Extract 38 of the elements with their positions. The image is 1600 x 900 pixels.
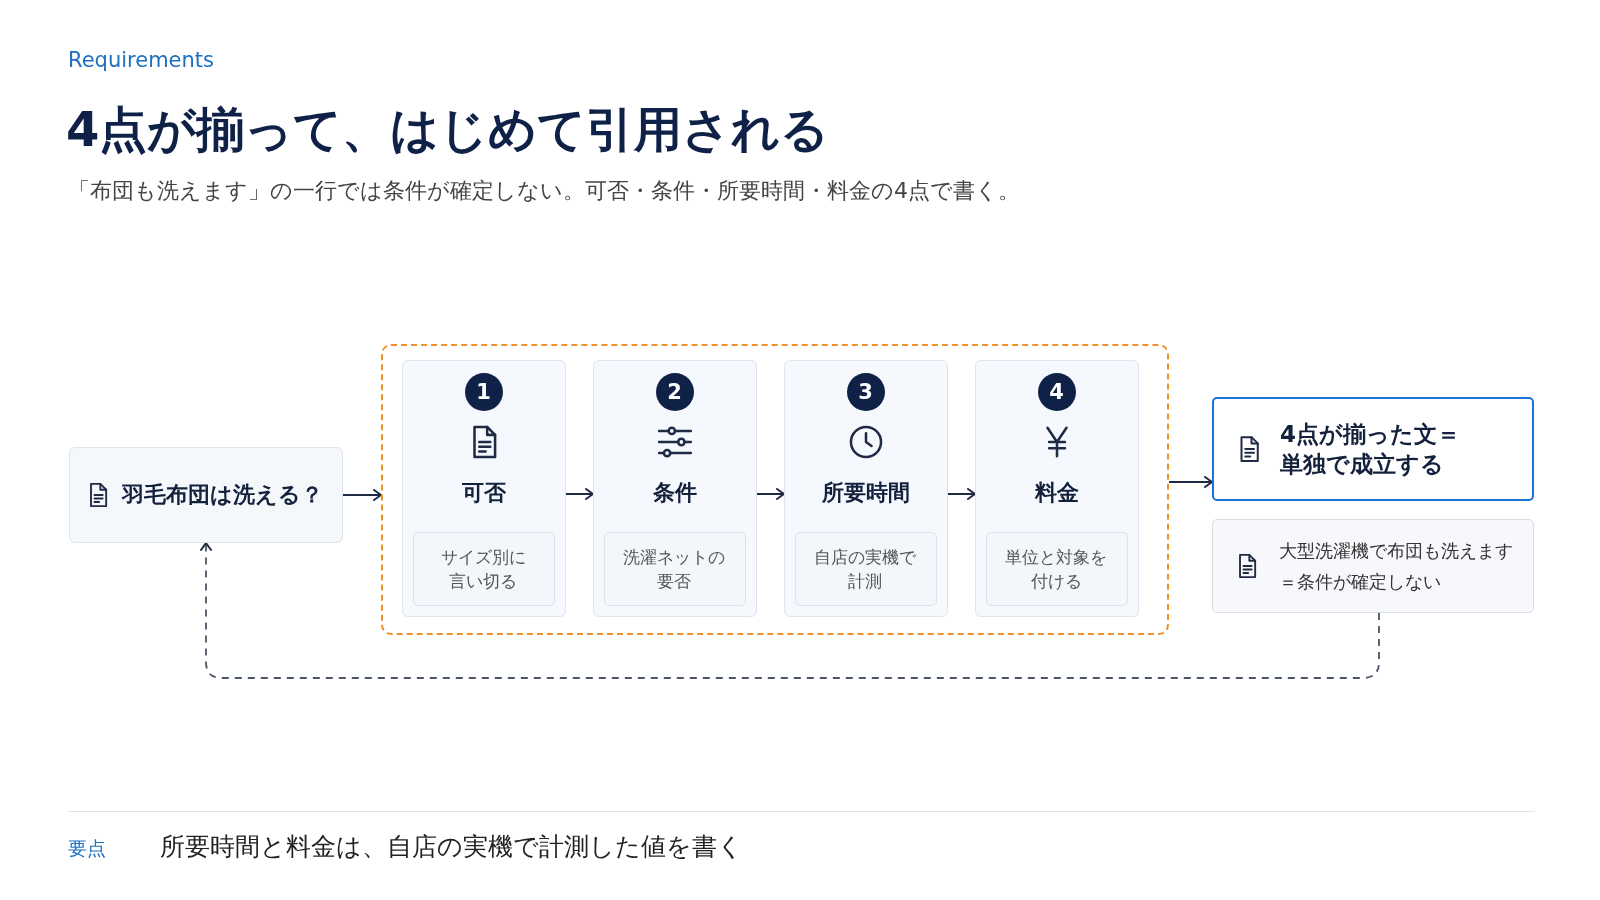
description-text: 単位と対象を付ける xyxy=(1004,545,1108,593)
key-point-text: 所要時間と料金は、自店の実機で計測した値を書く xyxy=(160,831,743,863)
step-title: 料金 xyxy=(1034,479,1080,507)
arrow xyxy=(1168,476,1213,488)
title: 4点が揃って、はじめて引用される xyxy=(66,100,830,159)
note-text: 大型洗濯機で布団も洗えます＝条件が確定しない xyxy=(1279,539,1514,594)
step-card xyxy=(975,360,1139,617)
section-label: Requirements xyxy=(68,48,214,72)
subtitle: 「布団も洗えます」の一行では条件が確定しない。可否・条件・所要時間・料金の4点で書く。 xyxy=(68,177,1020,205)
dashed-feedback-arrow xyxy=(200,542,1380,679)
arrow xyxy=(565,488,594,500)
question-box xyxy=(69,447,343,543)
step-card xyxy=(402,360,566,617)
step-number-badge: 1 xyxy=(464,373,503,411)
step-card xyxy=(593,360,757,617)
step-title: 可否 xyxy=(461,479,507,507)
step-title: 所要時間 xyxy=(821,479,911,507)
result-text: 4点が揃った文＝単独で成立する xyxy=(1280,420,1461,479)
description-box xyxy=(985,531,1128,606)
step-number-badge: 4 xyxy=(1037,373,1076,411)
key-point-label: 要点 xyxy=(68,836,106,861)
description-text: サイズ別に言い切る xyxy=(439,545,527,593)
description-text: 自店の実機で計測 xyxy=(813,545,917,593)
dashed-group-frame xyxy=(381,344,1169,635)
arrow xyxy=(342,489,382,501)
step-number-badge: 3 xyxy=(846,373,885,411)
description-box xyxy=(603,531,746,606)
step-number-badge: 2 xyxy=(655,373,694,411)
arrow xyxy=(756,488,785,500)
step-card xyxy=(784,360,948,617)
arrow xyxy=(947,488,976,500)
note-box xyxy=(1212,519,1534,613)
description-box xyxy=(412,531,555,606)
question-text: 羽毛布団は洗える？ xyxy=(122,481,323,509)
step-title: 条件 xyxy=(652,479,698,507)
description-box xyxy=(794,531,937,606)
description-text: 洗濯ネットの要否 xyxy=(622,545,726,593)
result-box xyxy=(1212,397,1534,501)
